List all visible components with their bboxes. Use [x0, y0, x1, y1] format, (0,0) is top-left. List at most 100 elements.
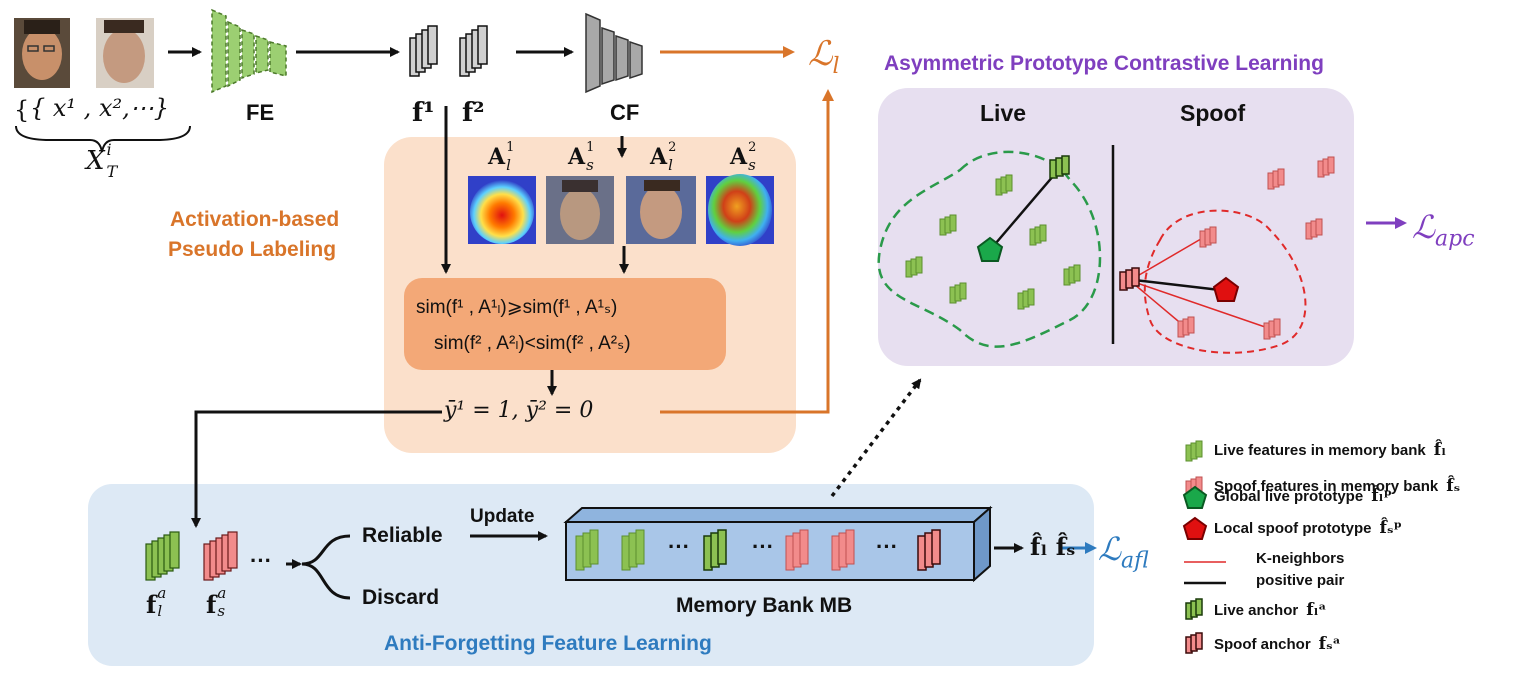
legend-spoof-anchor-sym: fₛᵃ [1318, 634, 1341, 654]
map-al2 [626, 176, 696, 244]
anchor-live-sub: l [157, 602, 163, 620]
anchor-live-label-base: f [146, 590, 157, 619]
pseudo-labeling-title-2: Pseudo Labeling [168, 238, 337, 261]
f2-block [459, 25, 488, 77]
mb-spoof-anchor [917, 529, 941, 571]
fe-block [211, 8, 287, 94]
anchor-live-sup: a [157, 584, 167, 602]
legend-live-anchor-sym: fₗᵃ [1306, 600, 1327, 620]
pseudo-labels: ȳ¹ = 1, ȳ² = 0 [444, 398, 594, 423]
mb-dots-3: ··· [876, 534, 898, 559]
anchor-spoof-sup: a [217, 584, 227, 602]
loss-l-sub: l [832, 53, 840, 79]
anchor-spoof-label-base: f [206, 590, 217, 619]
loss-apc: ℒapc [1412, 208, 1475, 251]
legend-k-neighbors-text: K-neighbors [1256, 550, 1345, 567]
loss-afl: ℒafl [1098, 530, 1149, 573]
apc-live-label: Live [980, 100, 1027, 126]
map-label-al2-sub: l [668, 156, 673, 174]
loss-apc-sub: apc [1435, 226, 1475, 252]
loss-afl-symbol: ℒ [1098, 530, 1122, 568]
input-set-name-base: X [86, 146, 105, 176]
legend-global-proto-text: Global live prototype [1214, 487, 1364, 505]
spoof-positive-pair [1133, 278, 1221, 292]
legend-local-proto-sym: f̂ₛᵖ [1379, 518, 1403, 538]
apc-spoof-label: Spoof [1180, 100, 1246, 126]
legend-local-proto-icon [1182, 516, 1208, 540]
global-live-prototype [976, 236, 1004, 262]
legend-spoof-features-sym: f̂ₛ [1446, 476, 1461, 496]
k-neighbor-lines [1133, 235, 1269, 329]
loss-l-symbol: ℒ [808, 34, 833, 74]
legend-live-features: Live features in memory bank f̂ₗ [1214, 440, 1446, 460]
mb-spoof-features [785, 529, 855, 571]
legend-spoof-anchor-icon [1185, 632, 1203, 654]
loss-afl-sub: afl [1121, 548, 1149, 574]
apc-title: Asymmetric Prototype Contrastive Learnin… [884, 52, 1324, 75]
map-label-al1-base: A [488, 144, 506, 170]
anchor-spoof-sub: s [217, 602, 226, 620]
map-al1 [468, 176, 536, 244]
map-label-al2-sup: 2 [668, 140, 677, 155]
memory-bank [563, 505, 993, 583]
arrow-mb-apc [830, 378, 922, 498]
legend-global-proto-icon [1182, 485, 1208, 509]
input-set-name-sup: i [106, 140, 112, 159]
arrow-labels-loss [660, 89, 834, 414]
input-face-1 [14, 18, 70, 88]
legend-live-anchor-icon [1185, 598, 1203, 620]
local-spoof-prototype [1212, 276, 1240, 302]
legend-live-features-sym: f̂ₗ [1433, 440, 1447, 460]
legend-spoof-features-text: Spoof features in memory bank [1214, 477, 1439, 495]
map-label-as1-sub: s [586, 156, 594, 174]
anchor-live-block [145, 531, 180, 581]
map-label-al1-sub: l [506, 156, 511, 174]
live-anchor [1049, 155, 1070, 179]
split-reliable [301, 534, 351, 566]
formula-line-2: sim(f² , A²ₗ)<sim(f² , A²ₛ) [434, 333, 631, 354]
legend-k-neighbors: K-neighbors [1256, 550, 1344, 567]
spoof-features [1177, 156, 1335, 340]
legend-local-proto-text: Local spoof prototype [1214, 519, 1372, 537]
input-set: { x¹ , x²,⋯} [30, 94, 169, 122]
update-label: Update [470, 506, 535, 527]
spoof-cluster [1143, 209, 1307, 354]
f2-label: f² [462, 98, 485, 128]
loss-apc-symbol: ℒ [1412, 208, 1436, 246]
map-label-al1-sup: 1 [506, 140, 515, 155]
formula-line-1: sim(f¹ , A¹ₗ)⩾sim(f¹ , A¹ₛ) [416, 297, 618, 318]
cf-block [585, 12, 643, 94]
cf-label: CF [610, 100, 640, 125]
mb-live-features [575, 529, 645, 571]
discard-label: Discard [362, 586, 440, 609]
input-set-text: { [14, 96, 29, 124]
legend-spoof-anchor: Spoof anchor fₛᵃ [1214, 634, 1341, 654]
map-label-al2-base: A [650, 144, 668, 170]
mb-live-anchor [703, 529, 727, 571]
map-label-as2-sup: 2 [748, 140, 757, 155]
live-features [905, 174, 1081, 310]
legend-global-proto: Global live prototype f̂ₗᵖ [1214, 486, 1392, 506]
live-positive-pair [989, 167, 1061, 251]
legend-live-anchor-text: Live anchor [1214, 601, 1299, 619]
input-brace [15, 125, 191, 153]
map-as2 [706, 174, 774, 246]
input-set-name-sub: T [106, 162, 118, 181]
legend-global-proto-sym: f̂ₗᵖ [1371, 486, 1392, 506]
map-label-as1-sup: 1 [586, 140, 595, 155]
afl-title: Anti-Forgetting Feature Learning [384, 632, 712, 655]
legend-positive-pair-text: positive pair [1256, 572, 1345, 589]
mb-dots-1: ··· [668, 534, 690, 559]
f1-block [409, 25, 438, 77]
legend-local-proto: Local spoof prototype f̂ₛᵖ [1214, 518, 1402, 538]
legend-live-features-text: Live features in memory bank [1214, 441, 1426, 459]
map-as1 [546, 176, 614, 244]
f1-label: f¹ [412, 98, 435, 128]
input-face-2 [96, 18, 154, 88]
map-label-as1-base: A [568, 144, 586, 170]
